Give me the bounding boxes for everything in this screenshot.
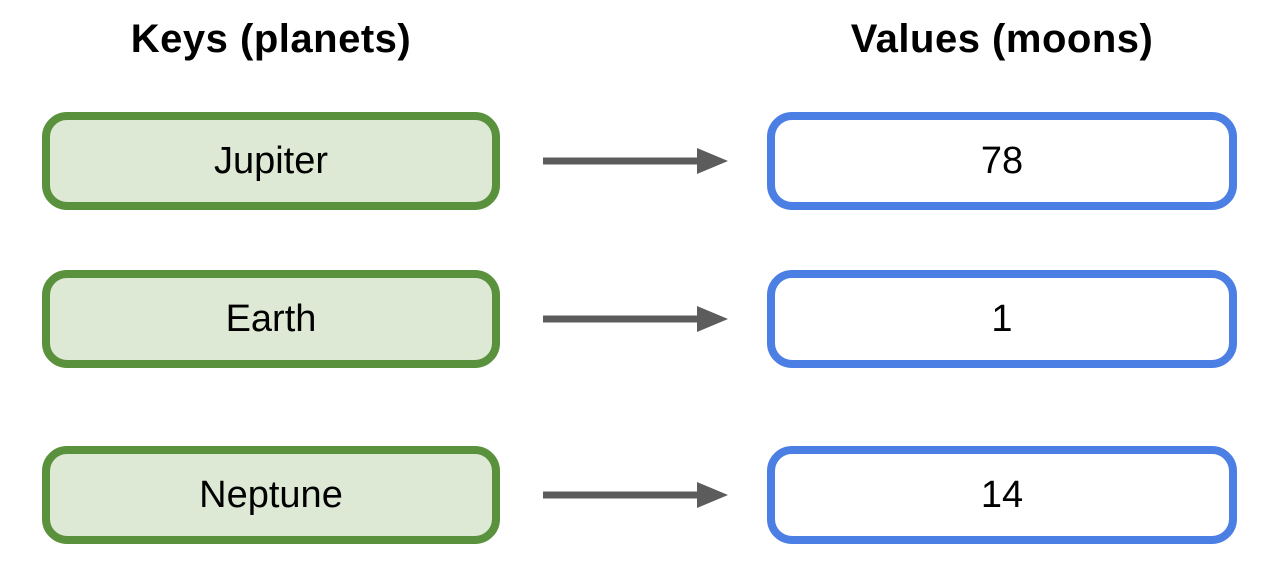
key-label: Neptune bbox=[199, 473, 343, 516]
key-label: Earth bbox=[225, 297, 317, 340]
arrow-right-icon bbox=[543, 306, 728, 332]
value-label: 14 bbox=[980, 473, 1024, 516]
value-box: 1 bbox=[767, 270, 1237, 368]
mapping-row: Neptune 14 bbox=[0, 446, 1288, 544]
key-box: Neptune bbox=[42, 446, 500, 544]
key-label: Jupiter bbox=[213, 139, 329, 182]
arrow-right-icon bbox=[543, 482, 728, 508]
value-box: 14 bbox=[767, 446, 1237, 544]
value-label: 1 bbox=[991, 297, 1013, 340]
value-box: 78 bbox=[767, 112, 1237, 210]
value-label: 78 bbox=[980, 139, 1024, 182]
key-box: Jupiter bbox=[42, 112, 500, 210]
mapping-row: Jupiter 78 bbox=[0, 112, 1288, 210]
arrow-right-icon bbox=[543, 148, 728, 174]
mapping-row: Earth 1 bbox=[0, 270, 1288, 368]
values-column-header: Values (moons) bbox=[850, 17, 1154, 61]
key-box: Earth bbox=[42, 270, 500, 368]
keys-column-header: Keys (planets) bbox=[130, 17, 412, 61]
